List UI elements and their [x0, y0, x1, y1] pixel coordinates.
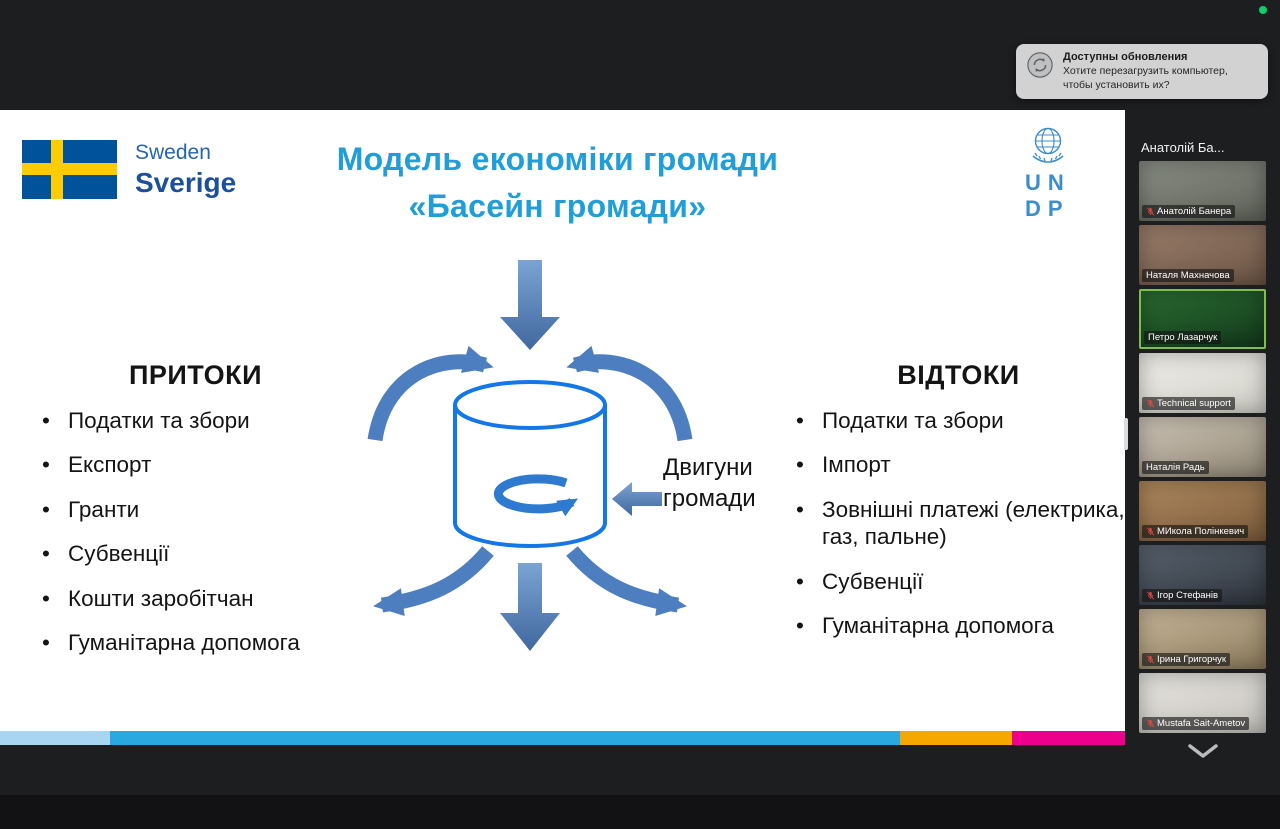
outflows-section: ВІДТОКИ Податки та збориІмпортЗовнішні п… — [792, 360, 1125, 657]
sweden-logo: Sweden Sverige — [22, 140, 236, 199]
sverige-label: Sverige — [135, 166, 237, 198]
undp-emblem-icon — [1032, 127, 1064, 163]
muted-mic-icon — [1146, 527, 1155, 536]
participant-name-label: Technical support — [1142, 397, 1235, 410]
participant-name: Наталя Махначова — [1146, 270, 1230, 281]
update-notification[interactable]: Доступны обновления Хотите перезагрузить… — [1016, 44, 1268, 100]
basin-cylinder-top — [453, 380, 607, 430]
inflow-item: Субвенції — [38, 540, 353, 568]
participant-name: МИкола Полінкевич — [1157, 526, 1245, 537]
notification-title: Доступны обновления — [1063, 51, 1188, 63]
participant-name-label: Наталя Махначова — [1142, 269, 1234, 282]
inflow-item: Кошти заробітчан — [38, 585, 353, 613]
outflow-arrow-left-curve — [373, 546, 494, 617]
sweden-logo-text: Sweden Sverige — [135, 141, 236, 199]
outflow-item: Зовнішні платежі (електрика, газ, пальне… — [792, 496, 1125, 551]
participant-name-label: Ігор Стефанів — [1142, 589, 1222, 602]
sweden-label: Sweden — [135, 140, 211, 164]
inflows-list: Податки та збориЕкспортГрантиСубвенціїКо… — [38, 407, 353, 657]
participant-name: Mustafa Sait-Ametov — [1157, 718, 1246, 729]
undp-letters-line2: DP — [1025, 196, 1070, 221]
slide-title-line2: «Басейн громади» — [408, 188, 707, 224]
engine-label: Двигуни громади — [663, 454, 756, 512]
muted-mic-icon — [1146, 719, 1155, 728]
muted-mic-icon — [1146, 655, 1155, 664]
outflow-arrow-right-curve — [566, 546, 687, 617]
participant-name-label: Петро Лазарчук — [1144, 331, 1222, 344]
outflow-item: Гуманітарна допомога — [792, 612, 1125, 640]
undp-letters-line1: UN — [1025, 170, 1071, 195]
scrollbar-thumb[interactable] — [1124, 418, 1128, 450]
engine-arrow — [612, 482, 662, 516]
undp-logo: UN DP — [1025, 126, 1095, 222]
slide-title-line1: Модель економіки громади — [336, 141, 779, 177]
footer-stripe — [900, 731, 1012, 745]
participant-name: Анатолій Банера — [1157, 206, 1232, 217]
undp-letters: UN DP — [1025, 170, 1071, 222]
slide-footer-stripes — [0, 731, 1125, 745]
basin-diagram — [367, 260, 693, 651]
status-dot — [1259, 6, 1267, 14]
participant-tile[interactable]: Ігор Стефанів — [1139, 545, 1266, 605]
participant-name-label: Анатолій Банера — [1142, 205, 1236, 218]
participant-name-label: МИкола Полінкевич — [1142, 525, 1249, 538]
inflows-section: ПРИТОКИ Податки та збориЕкспортГрантиСуб… — [38, 360, 353, 674]
inflows-heading: ПРИТОКИ — [128, 360, 263, 390]
participant-name: Петро Лазарчук — [1148, 332, 1218, 343]
participant-tile[interactable]: Technical support — [1139, 353, 1266, 413]
update-icon — [1026, 51, 1054, 79]
participant-name: Ігор Стефанів — [1157, 590, 1218, 601]
inflow-arrow-left-curve — [367, 345, 494, 442]
outflows-list: Податки та збориІмпортЗовнішні платежі (… — [792, 407, 1125, 640]
chevron-down-icon — [1187, 744, 1218, 758]
participant-tile[interactable]: Ірина Григорчук — [1139, 609, 1266, 669]
footer-stripe — [0, 731, 110, 745]
muted-mic-icon — [1146, 399, 1155, 408]
inflow-arrow-right-curve — [566, 345, 693, 442]
inflow-item: Гранти — [38, 496, 353, 524]
active-speaker-name: Анатолій Ба... — [1141, 140, 1225, 155]
inflow-item: Податки та збори — [38, 407, 353, 435]
rotation-arrow — [493, 474, 579, 517]
collapse-panel-button[interactable] — [1139, 743, 1266, 764]
taskbar-area — [0, 795, 1280, 829]
outflows-heading: ВІДТОКИ — [897, 360, 1020, 390]
participant-tile[interactable]: МИкола Полінкевич — [1139, 481, 1266, 541]
participant-name-label: Наталія Радь — [1142, 461, 1209, 474]
outflow-item: Імпорт — [792, 451, 1125, 479]
notification-body: Хотите перезагрузить компьютер, чтобы ус… — [1063, 65, 1228, 91]
inflow-arrow-down — [500, 260, 560, 350]
participant-name: Наталія Радь — [1146, 462, 1205, 473]
footer-stripe — [1012, 731, 1125, 745]
outflow-item: Субвенції — [792, 568, 1125, 596]
outflow-arrow-down — [500, 563, 560, 651]
muted-mic-icon — [1146, 207, 1155, 216]
participant-name: Technical support — [1157, 398, 1231, 409]
outflow-item: Податки та збори — [792, 407, 1125, 435]
participant-tile[interactable]: Петро Лазарчук — [1139, 289, 1266, 349]
slide-title: Модель економіки громади «Басейн громади… — [175, 136, 940, 230]
participant-name-label: Mustafa Sait-Ametov — [1142, 717, 1250, 730]
muted-mic-icon — [1146, 591, 1155, 600]
participant-tile[interactable]: Mustafa Sait-Ametov — [1139, 673, 1266, 733]
footer-stripe — [110, 731, 900, 745]
inflow-item: Гуманітарна допомога — [38, 629, 353, 657]
participant-name: Ірина Григорчук — [1157, 654, 1227, 665]
participant-tile[interactable]: Анатолій Банера — [1139, 161, 1266, 221]
inflow-item: Експорт — [38, 451, 353, 479]
participant-tile[interactable]: Наталія Радь — [1139, 417, 1266, 477]
presentation-slide: Sweden Sverige Модель економіки громади … — [0, 110, 1125, 745]
participant-tile[interactable]: Наталя Махначова — [1139, 225, 1266, 285]
participant-name-label: Ірина Григорчук — [1142, 653, 1231, 666]
sweden-flag-icon — [22, 140, 117, 199]
notification-text: Доступны обновления Хотите перезагрузить… — [1063, 51, 1243, 92]
